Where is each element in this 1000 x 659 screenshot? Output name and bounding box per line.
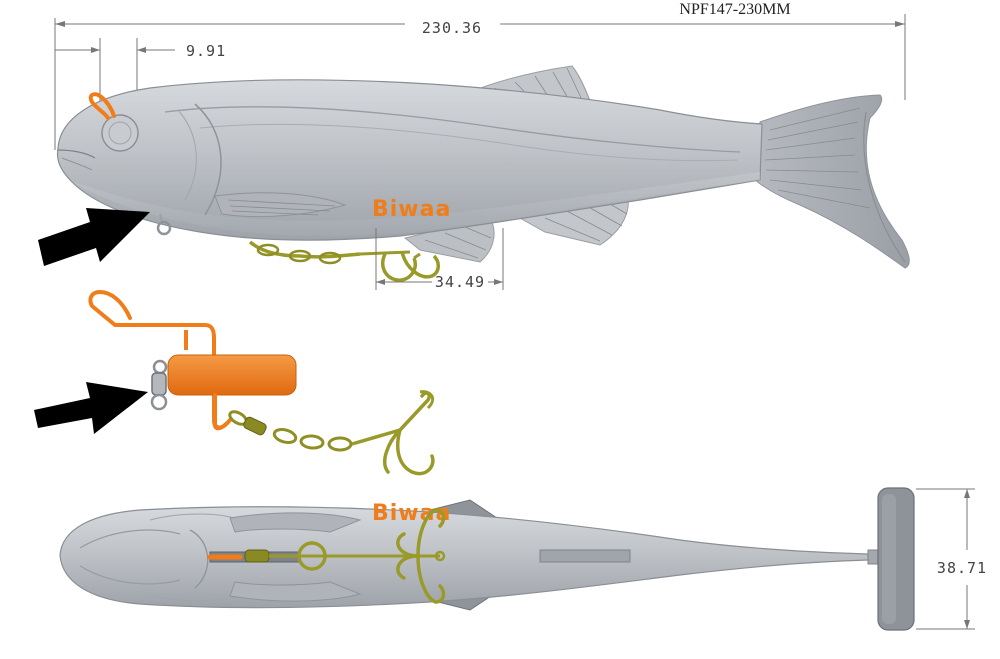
overall-length-value: 230.36 [422,19,482,37]
hook-spacing-value: 34.49 [435,273,485,291]
treble-hook-icon [396,508,446,604]
lure-body-bottom [59,506,869,609]
weight-icon [167,354,297,396]
tail-height-dimension: 38.71 [916,488,987,630]
line-tie-icon [88,92,116,120]
eye-offset-value: 9.91 [186,42,226,60]
bottom-view: Biwaa 38.71 [59,487,987,631]
brand-logo-bottom: Biwaa [372,501,451,526]
rig-detail [88,290,435,476]
eye [101,114,139,152]
swivel-icon [150,359,168,411]
caudal-fin [754,94,910,269]
arrow-icon [34,382,148,434]
treble-hook-icon [248,240,440,282]
overall-length-dimension: 230.36 [54,14,906,150]
side-view: Biwaa 34.49 [56,65,910,291]
hook-spacing-dimension: 34.49 [375,228,504,291]
brand-logo-side: Biwaa [372,197,451,222]
eye-offset-dimension: 9.91 [55,38,226,125]
tail-height-value: 38.71 [937,559,987,577]
front-tie-eyelet [156,213,172,236]
treble-hook-icon [228,390,435,476]
arrow-icon [38,208,150,266]
model-code: NPF147-230MM [679,1,790,18]
